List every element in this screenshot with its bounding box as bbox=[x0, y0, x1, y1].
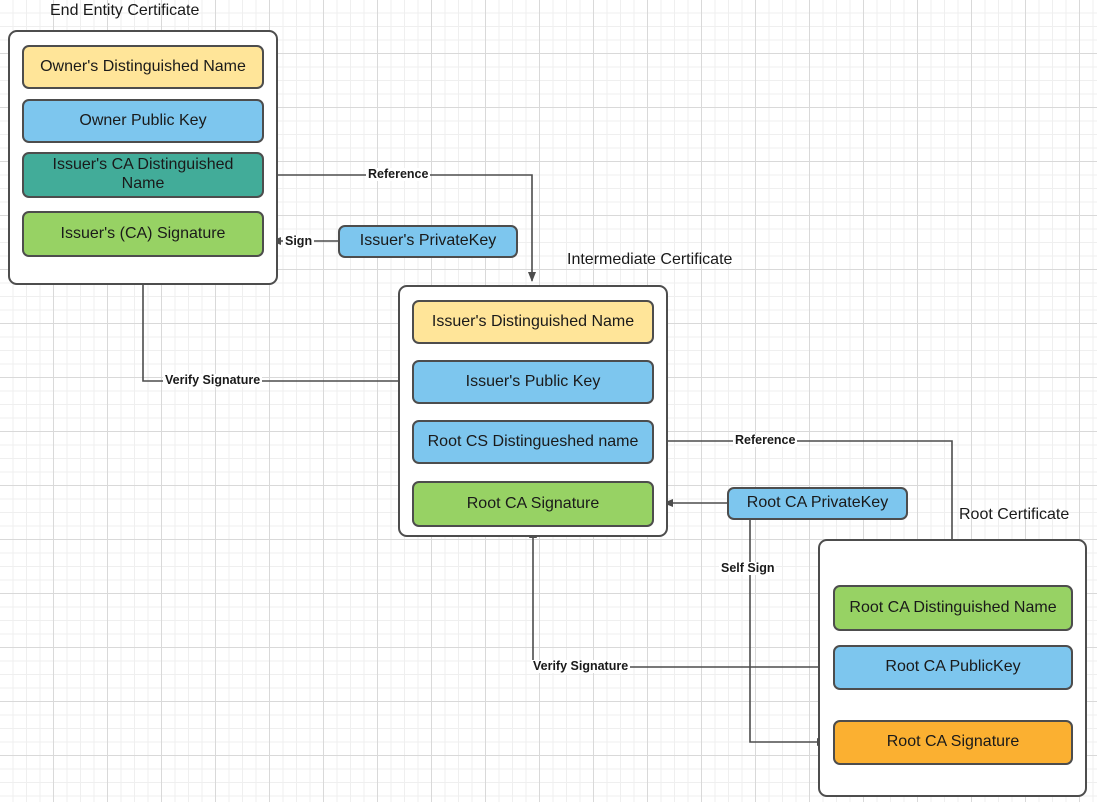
field-issuer-ca-distinguished-name[interactable]: Issuer's CA Distinguished Name bbox=[22, 152, 264, 198]
field-issuer-public-key[interactable]: Issuer's Public Key bbox=[412, 360, 654, 404]
field-owner-public-key[interactable]: Owner Public Key bbox=[22, 99, 264, 143]
edge-self-sign bbox=[749, 520, 827, 746]
edge-label-reference-bottom: Reference bbox=[733, 433, 798, 447]
caption-root-certificate: Root Certificate bbox=[959, 506, 1070, 523]
field-root-cs-distingueshed-name[interactable]: Root CS Distingueshed name bbox=[412, 420, 654, 464]
edge-label-self-sign: Self Sign bbox=[719, 561, 777, 575]
node-root-ca-privatekey[interactable]: Root CA PrivateKey bbox=[727, 487, 908, 520]
field-root-ca-public-key[interactable]: Root CA PublicKey bbox=[833, 645, 1073, 690]
caption-intermediate-certificate: Intermediate Certificate bbox=[567, 251, 733, 268]
field-owner-distinguished-name[interactable]: Owner's Distinguished Name bbox=[22, 45, 264, 89]
edge-label-reference-top: Reference bbox=[366, 167, 431, 181]
field-issuer-ca-signature[interactable]: Issuer's (CA) Signature bbox=[22, 211, 264, 257]
edge-label-verify-signature-bottom: Verify Signature bbox=[531, 659, 631, 673]
edge-label-verify-signature-top: Verify Signature bbox=[163, 373, 263, 387]
field-issuer-distinguished-name[interactable]: Issuer's Distinguished Name bbox=[412, 300, 654, 344]
edge-label-sign: Sign bbox=[283, 234, 315, 248]
node-issuers-privatekey[interactable]: Issuer's PrivateKey bbox=[338, 225, 518, 258]
field-root-ca-signature-root[interactable]: Root CA Signature bbox=[833, 720, 1073, 765]
caption-end-entity-certificate: End Entity Certificate bbox=[50, 2, 200, 19]
field-root-ca-distinguished-name[interactable]: Root CA Distinguished Name bbox=[833, 585, 1073, 631]
field-root-ca-signature-intermediate[interactable]: Root CA Signature bbox=[412, 481, 654, 527]
edge-verify-signature-bottom bbox=[529, 528, 834, 668]
